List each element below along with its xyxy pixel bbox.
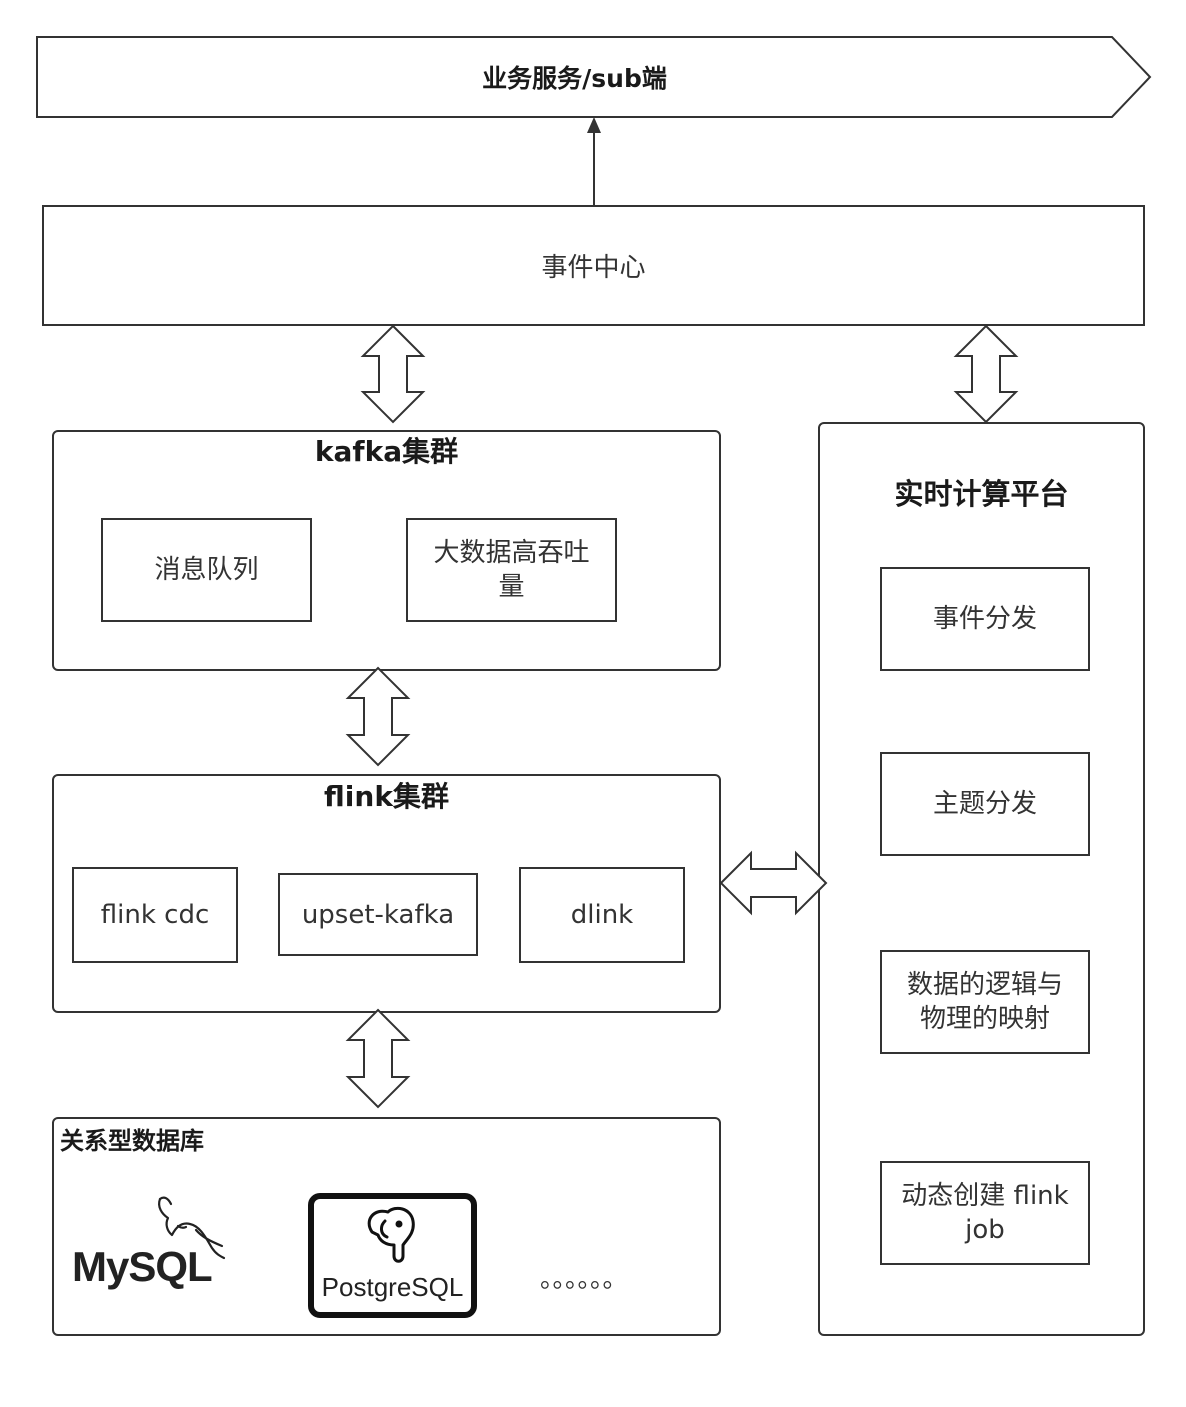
- mysql-dolphin-icon: [158, 1196, 226, 1260]
- mysql-logo-text: MySQL: [72, 1243, 213, 1290]
- high-throughput-label-line-1: 大数据高吞吐: [433, 538, 590, 568]
- message-queue-box: 消息队列: [101, 518, 312, 622]
- flink-cluster-title: flink集群: [324, 780, 449, 813]
- flink-db-double-arrow: [345, 1008, 411, 1109]
- kafka-cluster-title: kafka集群: [314, 435, 459, 468]
- dlink-box: dlink: [519, 867, 685, 963]
- topic-dispatch-label: 主题分发: [932, 789, 1037, 819]
- message-queue-label: 消息队列: [154, 555, 259, 585]
- kafka-cluster-group: [52, 430, 721, 671]
- flink-cluster-group: [52, 774, 721, 1013]
- dynamic-flink-job-box: 动态创建 flink job: [880, 1161, 1090, 1265]
- event-dispatch-label: 事件分发: [932, 604, 1037, 634]
- top-banner-label: 业务服务/sub端: [482, 64, 667, 93]
- event-center-label: 事件中心: [541, 253, 646, 283]
- event-center-kafka-double-arrow: [360, 324, 426, 424]
- more-databases-ellipsis: 。。。。。。: [540, 1264, 628, 1293]
- realtime-platform-title: 实时计算平台: [894, 477, 1069, 511]
- logical-physical-mapping-line-1: 数据的逻辑与: [906, 970, 1063, 1000]
- topic-dispatch-box: 主题分发: [880, 752, 1090, 856]
- flink-cdc-label: flink cdc: [100, 900, 210, 930]
- dynamic-flink-job-line-1: 动态创建 flink: [901, 1181, 1069, 1211]
- top-banner-shape: [36, 36, 1152, 118]
- event-center-box: [42, 205, 1145, 326]
- high-throughput-label-line-2: 量: [498, 572, 525, 602]
- dlink-label: dlink: [570, 900, 634, 930]
- postgresql-logo-text: PostgreSQL: [321, 1271, 464, 1302]
- postgresql-logo: [308, 1193, 477, 1318]
- relational-db-title: 关系型数据库: [60, 1127, 204, 1155]
- event-center-platform-double-arrow: [953, 324, 1019, 424]
- event-dispatch-box: 事件分发: [880, 567, 1090, 671]
- logical-physical-mapping-box: 数据的逻辑与 物理的映射: [880, 950, 1090, 1054]
- upset-kafka-box: upset-kafka: [278, 873, 478, 956]
- postgresql-elephant-icon: [367, 1206, 415, 1263]
- upset-kafka-label: upset-kafka: [301, 899, 455, 930]
- event-center-to-banner-arrow: [587, 117, 601, 205]
- logical-physical-mapping-line-2: 物理的映射: [919, 1004, 1050, 1034]
- kafka-flink-double-arrow: [345, 666, 411, 767]
- dynamic-flink-job-line-2: job: [965, 1215, 1005, 1245]
- high-throughput-box: 大数据高吞吐 量: [406, 518, 617, 622]
- flink-cdc-box: flink cdc: [72, 867, 238, 963]
- relational-db-group: [52, 1117, 721, 1336]
- flink-platform-double-arrow: [719, 850, 828, 916]
- realtime-platform-group: [818, 422, 1145, 1336]
